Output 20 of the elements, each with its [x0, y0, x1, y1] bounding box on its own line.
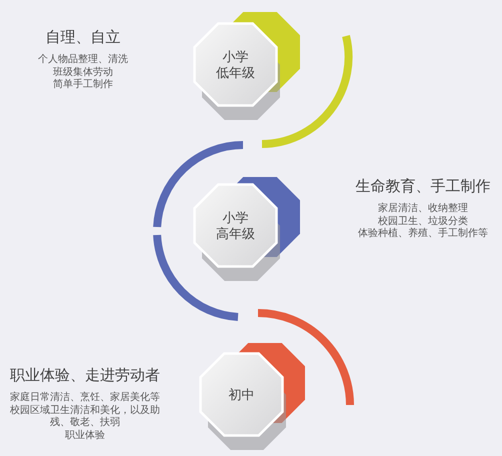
- activity-text: 家庭日常清洁、烹饪、家居美化等: [10, 392, 160, 404]
- node-label: 小学: [222, 210, 248, 226]
- node-label: 低年级: [216, 64, 255, 80]
- node-label: 小学: [222, 48, 248, 64]
- node-label: 高年级: [216, 226, 255, 242]
- stage-heading: 生命教育、手工制作: [356, 177, 490, 197]
- octagon-node: [199, 352, 284, 437]
- activity-text: 简单手工制作: [53, 79, 113, 92]
- activity-text: 校园区域卫生清洁和美化，以及助残、敬老、扶弱: [9, 404, 161, 430]
- activity-text: 职业体验: [65, 430, 105, 442]
- stage-heading: 职业体验、走进劳动者: [10, 366, 160, 386]
- activity-text: 校园卫生、垃圾分类: [378, 216, 468, 228]
- node-label: 初中: [228, 386, 254, 402]
- activity-text: 家居清洁、收纳整理: [378, 203, 468, 216]
- octagon-node: [193, 22, 278, 107]
- activity-text: 班级集体劳动: [53, 66, 113, 78]
- stage-heading: 自理、自立: [46, 28, 120, 48]
- activity-text: 体验种植、养殖、手工制作等: [358, 228, 488, 240]
- octagon-node: [193, 183, 278, 268]
- activity-text: 个人物品整理、清洗: [38, 54, 128, 66]
